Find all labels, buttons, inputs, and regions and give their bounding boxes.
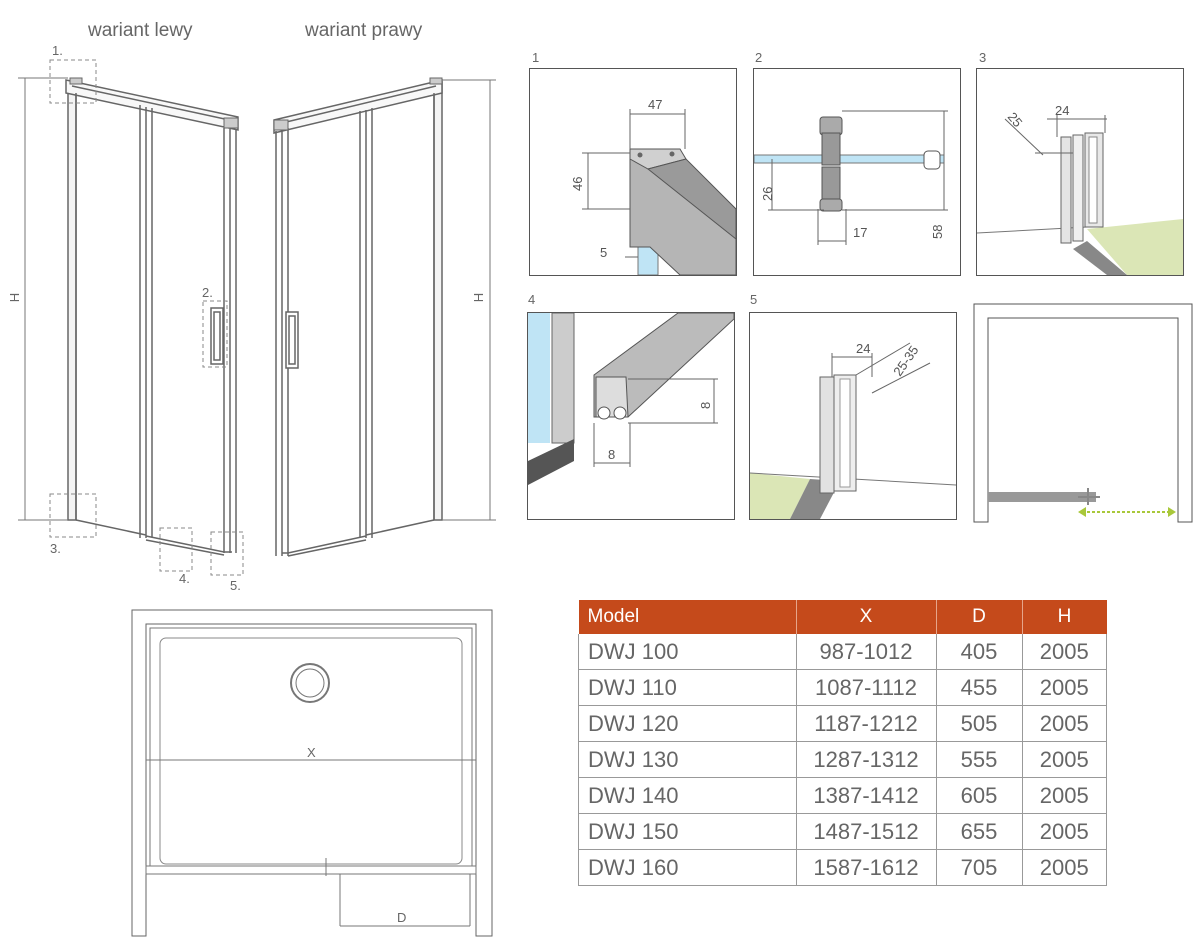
cell-d: 405 — [935, 634, 1023, 670]
cell-x: 1387-1412 — [795, 777, 937, 814]
cell-d: 655 — [935, 813, 1023, 850]
cell-x: 1587-1612 — [795, 849, 937, 886]
plan-x-label: X — [307, 745, 316, 760]
detail-3-panel: 24 25 — [976, 68, 1184, 276]
callout-4: 4. — [179, 571, 190, 586]
detail-1-dim-b: 46 — [570, 177, 585, 191]
cell-model: DWJ 120 — [578, 705, 797, 742]
callout-1: 1. — [52, 43, 63, 58]
detail-2-dim-a: 26 — [760, 187, 775, 201]
cell-x: 1087-1112 — [795, 669, 937, 706]
cell-x: 1287-1312 — [795, 741, 937, 778]
cell-d: 555 — [935, 741, 1023, 778]
callout-2: 2. — [202, 285, 213, 300]
plan-d-label: D — [397, 910, 407, 925]
cell-x: 987-1012 — [795, 634, 937, 670]
detail-3-dim-b: 24 — [1055, 103, 1069, 118]
height-label-right: H — [471, 292, 487, 303]
detail-5-dim-b: 25-35 — [890, 343, 921, 379]
detail-1-dim-c: 5 — [600, 245, 607, 260]
col-header-x: X — [796, 600, 937, 634]
cell-d: 505 — [935, 705, 1023, 742]
detail-4-dim-b: 8 — [698, 402, 713, 409]
detail-5-dim-a: 24 — [856, 341, 870, 356]
cell-d: 455 — [935, 669, 1023, 706]
detail-2-panel: 26 17 58 — [753, 68, 961, 276]
col-header-h: H — [1022, 600, 1107, 634]
col-header-d: D — [936, 600, 1023, 634]
door-elevation-drawing — [18, 59, 496, 576]
callout-3: 3. — [50, 541, 61, 556]
plan-view-drawing — [131, 609, 493, 937]
detail-5-number: 5 — [750, 292, 758, 307]
cell-model: DWJ 150 — [578, 813, 797, 850]
callout-5: 5. — [230, 578, 241, 593]
cell-x: 1187-1212 — [795, 705, 937, 742]
cell-h: 2005 — [1021, 777, 1107, 814]
cell-model: DWJ 140 — [578, 777, 797, 814]
detail-4-dim-a: 8 — [608, 447, 615, 462]
cell-model: DWJ 130 — [578, 741, 797, 778]
detail-2-dim-b: 17 — [853, 225, 867, 240]
variant-right-title: wariant prawy — [305, 20, 423, 41]
cell-d: 705 — [935, 849, 1023, 886]
height-label-left: H — [7, 292, 23, 303]
detail-5-panel: 24 25-35 — [749, 312, 957, 520]
cell-h: 2005 — [1021, 634, 1107, 670]
cell-model: DWJ 160 — [578, 849, 797, 886]
cell-h: 2005 — [1021, 741, 1107, 778]
detail-3-number: 3 — [979, 50, 987, 65]
variant-left-title: wariant lewy — [88, 20, 193, 41]
col-header-model: Model — [578, 600, 797, 634]
detail-4-panel: 8 8 — [527, 312, 735, 520]
cell-h: 2005 — [1021, 705, 1107, 742]
detail-3-dim-a: 25 — [1005, 109, 1026, 130]
detail-1-dim-a: 47 — [648, 97, 662, 112]
detail-2-dim-c: 58 — [930, 225, 945, 239]
detail-1-number: 1 — [532, 50, 540, 65]
cell-x: 1487-1512 — [795, 813, 937, 850]
cell-model: DWJ 100 — [578, 634, 797, 670]
table-header-row: Model X D H — [578, 600, 1107, 634]
cell-d: 605 — [935, 777, 1023, 814]
sliding-opening-diagram — [973, 303, 1193, 523]
detail-1-panel: 47 46 5 — [529, 68, 737, 276]
detail-2-number: 2 — [755, 50, 763, 65]
cell-h: 2005 — [1021, 813, 1107, 850]
cell-h: 2005 — [1021, 669, 1107, 706]
cell-h: 2005 — [1021, 849, 1107, 886]
detail-4-number: 4 — [528, 292, 536, 307]
cell-model: DWJ 110 — [578, 669, 797, 706]
